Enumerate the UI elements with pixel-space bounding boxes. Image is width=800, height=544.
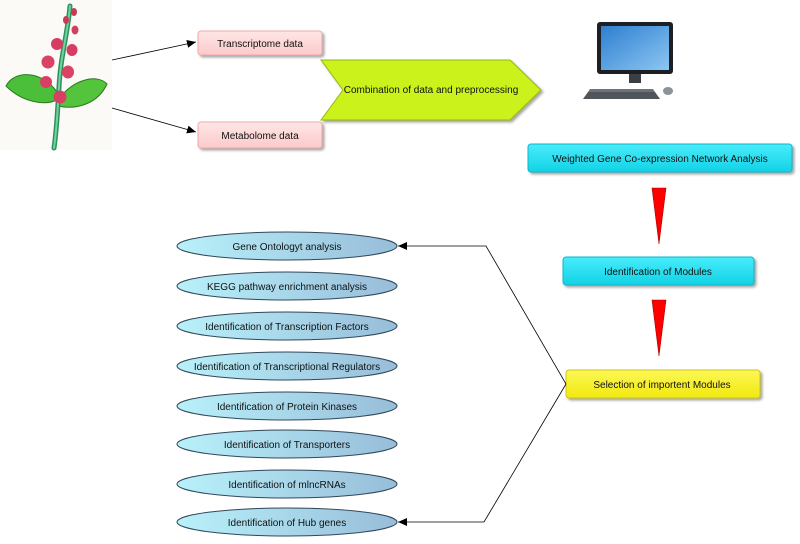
flowering-plant-icon <box>0 0 112 151</box>
analysis-label: Identification of Transcriptional Regula… <box>194 362 380 373</box>
analysis-label: KEGG pathway enrichment analysis <box>207 282 367 293</box>
wgcna-label: Weighted Gene Co-expression Network Anal… <box>552 154 767 165</box>
analysis-label: Identification of Transcription Factors <box>205 322 368 333</box>
wgcna-box: Weighted Gene Co-expression Network Anal… <box>527 143 793 173</box>
identification-modules-label: Identification of Modules <box>604 267 712 278</box>
analysis-label: Identification of mlncRNAs <box>228 480 345 491</box>
desktop-computer-icon <box>583 22 673 99</box>
analysis-label: Identification of Protein Kinases <box>217 402 357 413</box>
analysis-item: Identification of Hub genes <box>176 507 398 537</box>
analysis-label: Gene Ontologyt analysis <box>233 242 342 253</box>
analysis-item: Identification of Protein Kinases <box>176 391 398 421</box>
down-arrow-2 <box>651 299 667 357</box>
combination-label: Combination of data and preprocessing <box>344 85 519 96</box>
analysis-label: Identification of Transporters <box>224 440 350 451</box>
analysis-list: Gene Ontologyt analysis KEGG pathway enr… <box>176 231 398 537</box>
analysis-item: Identification of mlncRNAs <box>176 469 398 499</box>
down-arrow-1 <box>651 187 667 245</box>
transcriptome-data-box: Transcriptome data <box>197 30 323 56</box>
metabolome-data-label: Metabolome data <box>221 131 299 142</box>
analysis-item: Gene Ontologyt analysis <box>176 231 398 261</box>
metabolome-data-box: Metabolome data <box>197 121 323 149</box>
transcriptome-data-label: Transcriptome data <box>217 39 303 50</box>
analysis-item: Identification of Transcriptional Regula… <box>176 351 398 381</box>
selection-modules-label: Selection of importent Modules <box>593 380 730 391</box>
analysis-item: KEGG pathway enrichment analysis <box>176 271 398 301</box>
combination-step: Combination of data and preprocessing <box>320 59 542 121</box>
selection-modules-box: Selection of importent Modules <box>565 369 761 399</box>
analysis-item: Identification of Transcription Factors <box>176 311 398 341</box>
identification-modules-box: Identification of Modules <box>562 256 755 286</box>
analysis-label: Identification of Hub genes <box>228 518 346 529</box>
analysis-item: Identification of Transporters <box>176 429 398 459</box>
